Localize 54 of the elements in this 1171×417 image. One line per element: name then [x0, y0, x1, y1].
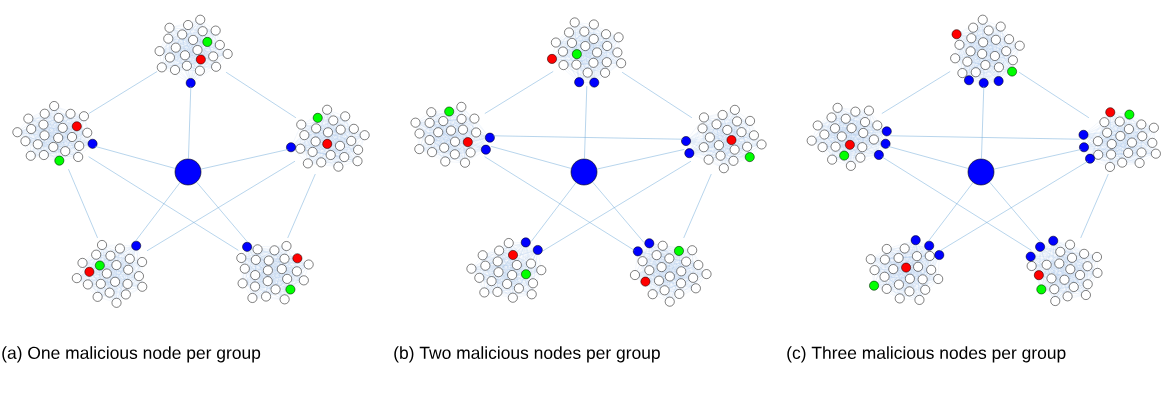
connector-line — [889, 135, 1081, 140]
cluster-drawing — [865, 235, 945, 305]
connector-line — [1080, 173, 1109, 239]
connector-line — [596, 149, 685, 170]
connector-line — [492, 135, 684, 140]
connector-line — [939, 160, 1089, 252]
connector-line — [88, 71, 158, 114]
connector-line — [887, 146, 969, 169]
connector-line — [146, 160, 296, 252]
cluster-drawing — [236, 241, 314, 305]
connector-line — [981, 85, 985, 159]
connector-line — [68, 168, 98, 239]
connector-line — [542, 160, 692, 252]
connector-line — [484, 156, 635, 251]
caption: (a) One malicious node per group — [2, 346, 261, 363]
connector-line — [188, 85, 192, 159]
connector-line — [88, 156, 239, 251]
cluster-drawing — [1078, 107, 1161, 172]
cluster-drawing — [286, 104, 370, 172]
cluster-drawing — [630, 238, 712, 307]
connector-line — [592, 181, 645, 243]
connector-line — [530, 182, 577, 242]
cluster-drawing — [466, 237, 547, 303]
connector-line — [927, 182, 974, 242]
connector-line — [881, 71, 951, 114]
connector-line — [200, 149, 289, 170]
connector-line — [989, 181, 1042, 243]
connector-line — [584, 85, 588, 159]
cluster-drawing — [1025, 235, 1103, 306]
cluster-drawing — [410, 102, 495, 168]
connector-line — [621, 72, 693, 118]
caption: (b) Two malicious nodes per group — [394, 346, 660, 363]
hub-node — [174, 158, 202, 186]
hub-node — [570, 158, 598, 186]
cluster-drawing — [806, 103, 892, 171]
connector-line — [490, 146, 572, 169]
cluster-drawing — [154, 14, 233, 88]
connector-line — [134, 182, 181, 242]
connector-line — [225, 72, 297, 118]
caption: (c) Three malicious nodes per group — [787, 346, 1066, 363]
connector-line — [484, 71, 554, 114]
connector-line — [94, 146, 176, 169]
cluster-drawing — [12, 101, 98, 166]
connector-line — [287, 173, 316, 239]
cluster-drawing — [681, 105, 767, 174]
cluster-drawing — [950, 14, 1025, 88]
connector-line — [1018, 72, 1090, 118]
cluster-drawing — [547, 17, 626, 88]
cluster-drawing — [71, 240, 148, 308]
connector-line — [993, 149, 1082, 170]
connector-line — [196, 181, 249, 243]
hub-node — [967, 158, 995, 186]
connector-line — [683, 173, 712, 239]
connector-line — [881, 156, 1032, 251]
